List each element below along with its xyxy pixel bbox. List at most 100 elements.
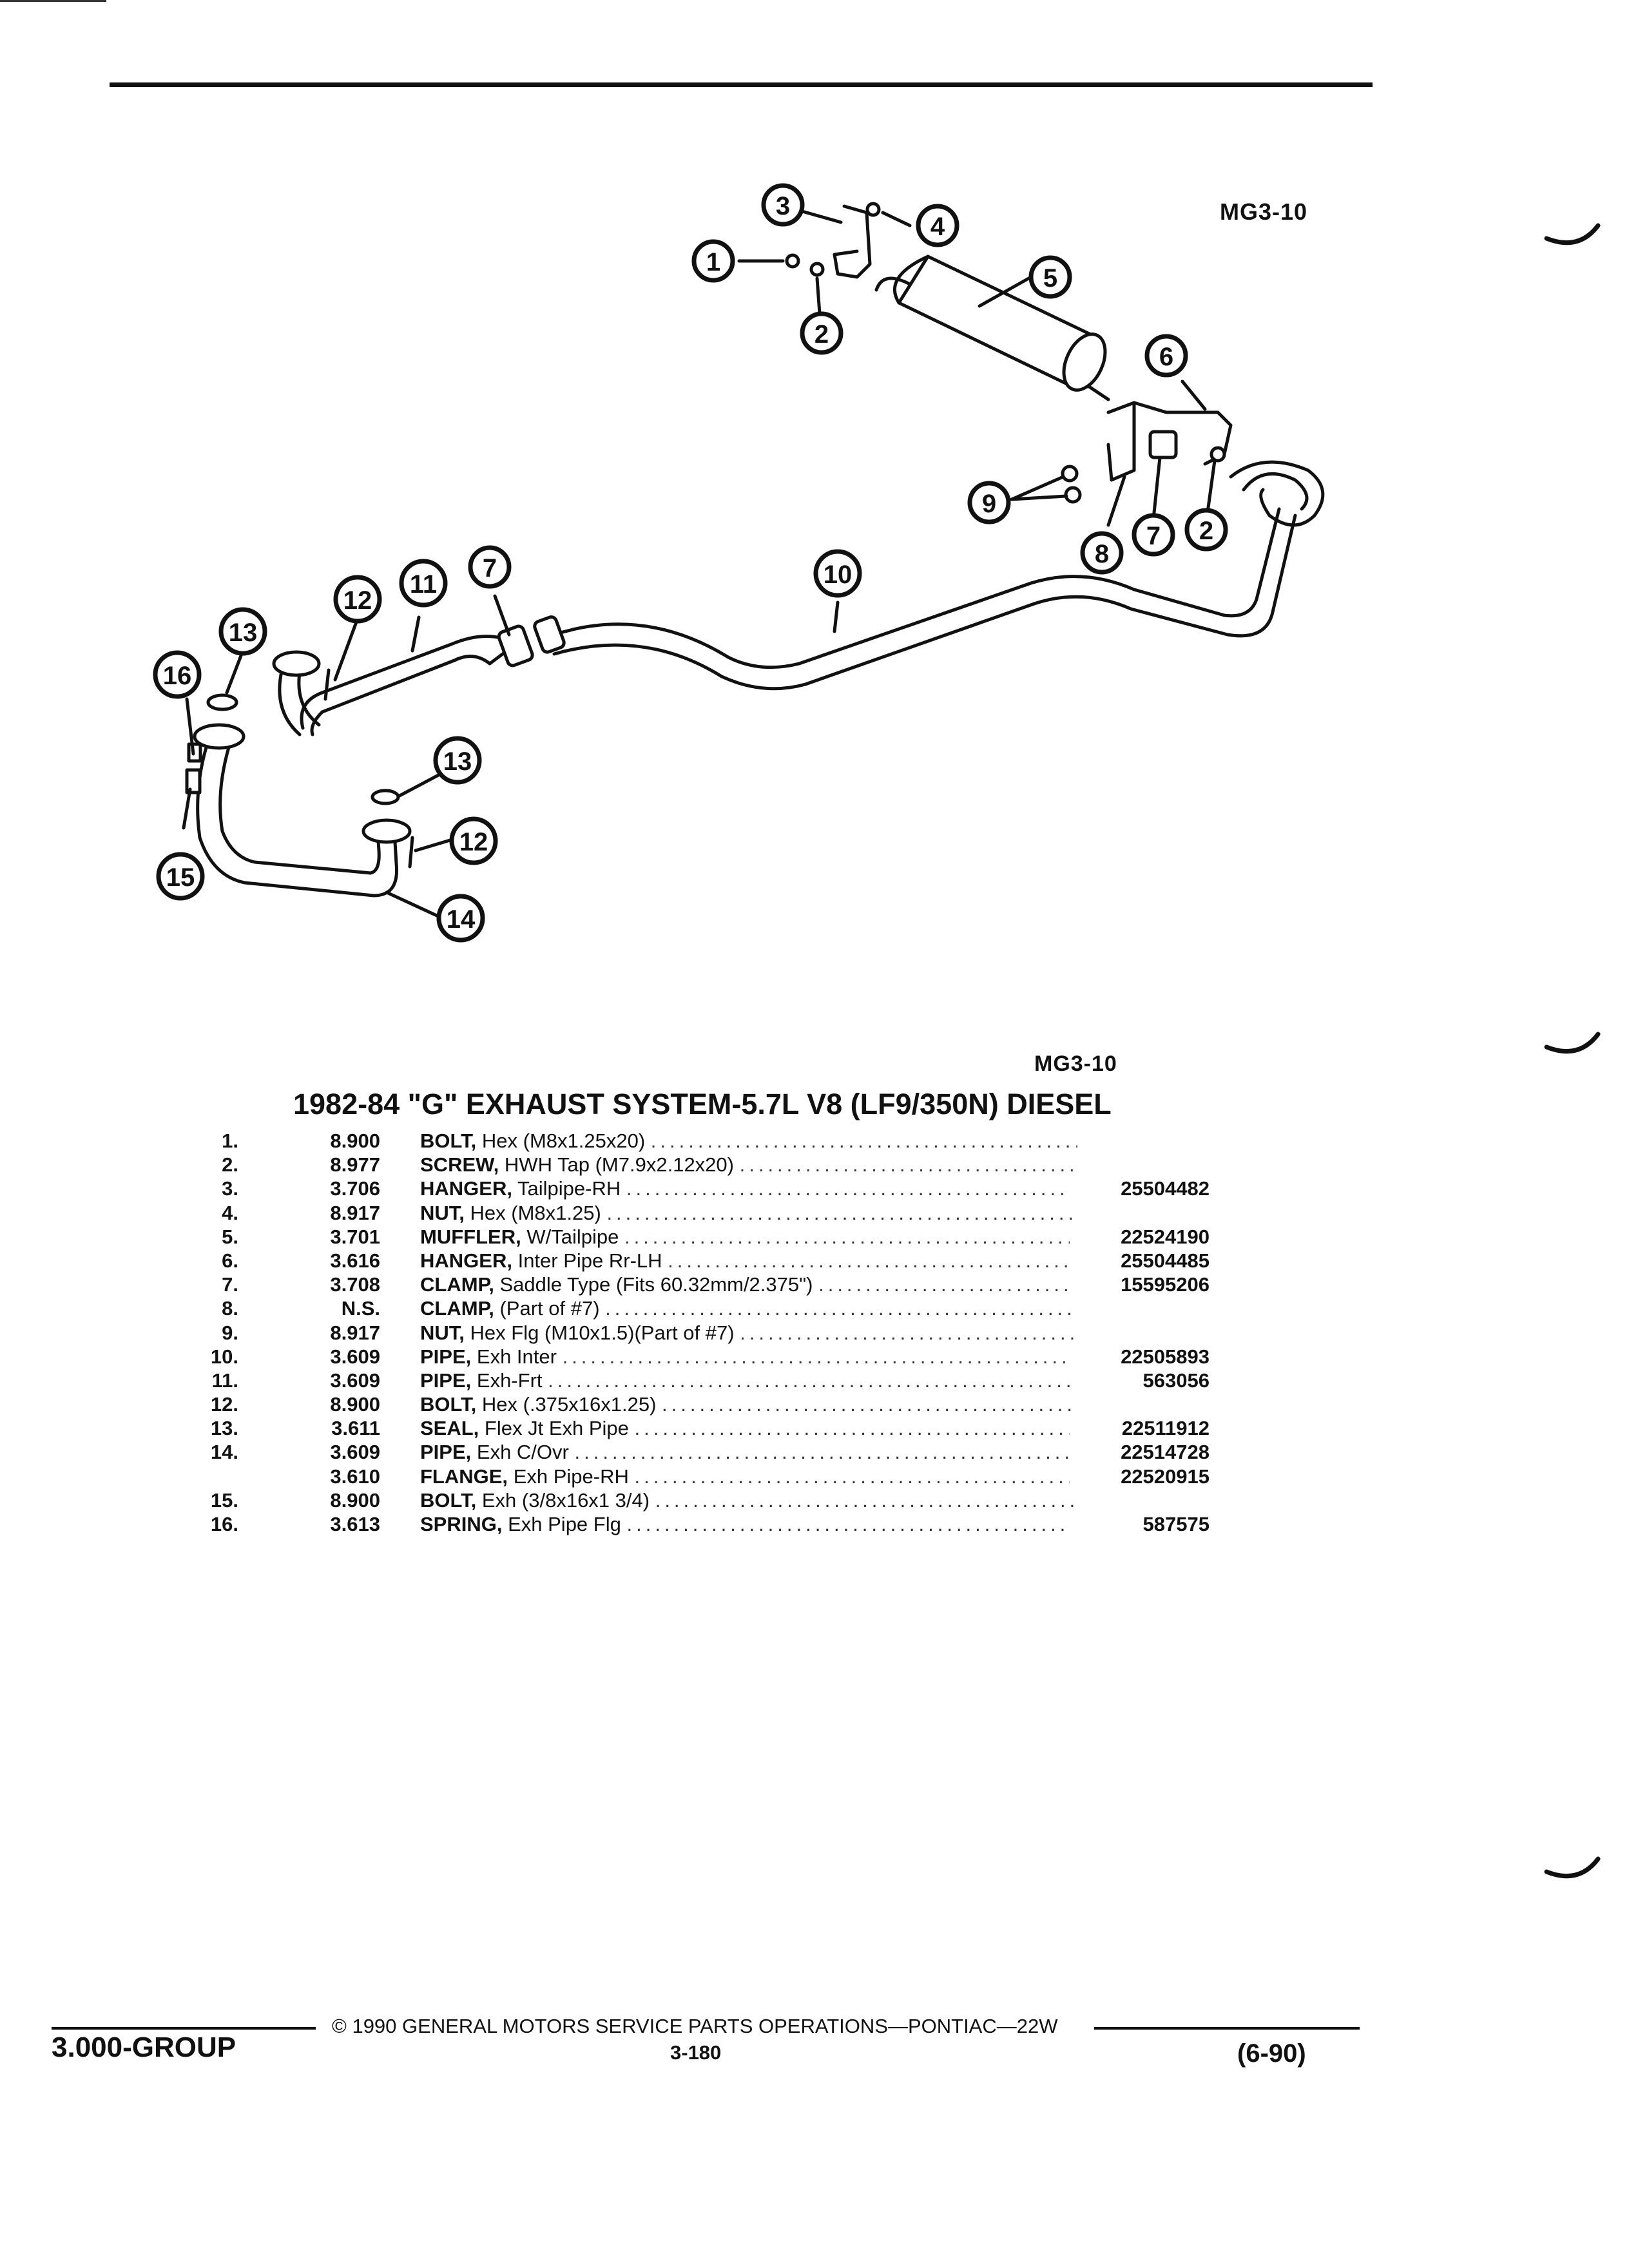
footer-rule-left [52, 2027, 316, 2030]
part-desc-text: Hex Flg (M10x1.5)(Part of #7) [470, 1321, 735, 1344]
svg-text:5: 5 [1043, 264, 1057, 293]
part-name: FLANGE, [420, 1465, 508, 1488]
footer-page-number: 3-180 [670, 2041, 722, 2064]
part-group-code: 3.610 [330, 1465, 380, 1488]
figure-code-top: MG3-10 [1220, 198, 1308, 225]
exhaust-diagram: 1 2 3 4 5 6 9 8 7 2 10 11 7 12 13 16 13 … [153, 183, 1601, 943]
part-item-number: 16. [210, 1513, 238, 1535]
part-name: PIPE, [420, 1369, 472, 1392]
part-description: NUT, Hex Flg (M10x1.5)(Part of #7) .....… [420, 1321, 1077, 1345]
callout-2: 2 [800, 311, 843, 355]
footer-date: (6-90) [1237, 2039, 1306, 2068]
callout-12: 12 [333, 575, 382, 624]
svg-text:13: 13 [229, 619, 258, 647]
callout-10: 10 [813, 549, 862, 598]
svg-text:16: 16 [163, 662, 192, 690]
part-desc-text: Exh Pipe Flg [508, 1513, 621, 1535]
part-item-number: 5. [222, 1225, 238, 1248]
part-description: SCREW, HWH Tap (M7.9x2.12x20) ..........… [420, 1153, 1077, 1177]
leader-dots: ........................................… [624, 1225, 1077, 1248]
leader-dots: ........................................… [650, 1129, 1077, 1152]
callout-9: 9 [967, 481, 1011, 524]
part-item-number: 2. [222, 1153, 238, 1177]
part-description: BOLT, Hex (M8x1.25x20) .................… [420, 1129, 1077, 1153]
part-name: BOLT, [420, 1129, 477, 1152]
leader-dots: ........................................… [606, 1201, 1077, 1224]
svg-text:12: 12 [343, 586, 372, 615]
leader-dots: ........................................… [668, 1249, 1077, 1272]
tailpipe-illustration [1229, 460, 1325, 527]
part-description: BOLT, Hex (.375x16x1.25) ...............… [420, 1392, 1077, 1416]
part-item-number: 1. [222, 1129, 238, 1152]
part-item-number: 3. [222, 1177, 238, 1200]
footer-rule-right [1094, 2027, 1360, 2030]
part-item-number: 11. [211, 1369, 238, 1392]
part-name: BOLT, [420, 1393, 477, 1416]
part-name: CLAMP, [420, 1273, 494, 1296]
part-group-code: 8.900 [330, 1393, 380, 1416]
part-description: SEAL, Flex Jt Exh Pipe .................… [420, 1416, 1077, 1440]
intermediate-pipe-illustration [552, 507, 1281, 669]
part-name: PIPE, [420, 1345, 472, 1368]
part-description: SPRING, Exh Pipe Flg ...................… [420, 1512, 1077, 1536]
callout-4: 4 [916, 204, 959, 247]
leader-dots: ........................................… [574, 1441, 1077, 1464]
part-group-code: 3.609 [330, 1345, 380, 1368]
part-name: BOLT, [420, 1488, 477, 1512]
corner-mark [0, 0, 106, 2]
part-number: 15595206 [1070, 1273, 1210, 1297]
header-rule [110, 82, 1373, 87]
leader-dots: ........................................… [740, 1321, 1077, 1344]
part-desc-text: Inter Pipe Rr-LH [517, 1249, 662, 1272]
section-title: 1982-84 "G" EXHAUST SYSTEM-5.7L V8 (LF9/… [293, 1088, 1112, 1120]
part-group-code: 8.917 [330, 1321, 380, 1344]
leader-dots: ........................................… [605, 1297, 1077, 1320]
callout-14: 14 [436, 894, 485, 943]
part-name: SCREW, [420, 1153, 499, 1177]
parts-row: 5. 3.701 MUFFLER, W/Tailpipe .............… [0, 1224, 1629, 1249]
part-item-number: 14. [210, 1441, 238, 1464]
part-number: 587575 [1070, 1512, 1210, 1536]
footer-group: 3.000-GROUP [52, 2032, 236, 2063]
part-group-code: 8.917 [330, 1201, 380, 1224]
callout-5: 5 [1028, 255, 1072, 299]
callout-13: 13 [218, 607, 267, 656]
part-description: PIPE, Exh C/Ovr ........................… [420, 1440, 1077, 1464]
part-description: MUFFLER, W/Tailpipe ....................… [420, 1225, 1077, 1249]
part-description: CLAMP, Saddle Type (Fits 60.32mm/2.375")… [420, 1273, 1077, 1296]
part-desc-text: Tailpipe-RH [517, 1177, 621, 1200]
leader-dots: ........................................… [634, 1465, 1078, 1488]
svg-text:10: 10 [824, 561, 853, 589]
part-number: 22524190 [1070, 1224, 1210, 1249]
callout-15: 15 [156, 852, 205, 901]
svg-text:7: 7 [483, 554, 497, 582]
part-desc-text: Exh Pipe-RH [513, 1465, 629, 1488]
part-group-code: 3.701 [330, 1225, 380, 1248]
callout-7b: 7 [1132, 513, 1175, 557]
svg-text:14: 14 [447, 905, 476, 934]
part-group-code: 3.708 [330, 1273, 380, 1296]
part-number: 22505893 [1070, 1344, 1210, 1369]
part-name: PIPE, [420, 1441, 472, 1464]
svg-text:9: 9 [982, 490, 996, 518]
muffler-illustration [874, 255, 1110, 401]
part-group-code: 3.609 [330, 1441, 380, 1464]
part-description: PIPE, Exh-Frt ..........................… [420, 1369, 1077, 1392]
part-item-number: 4. [222, 1201, 238, 1224]
callout-11: 11 [399, 559, 448, 608]
footer-copyright: © 1990 GENERAL MOTORS SERVICE PARTS OPER… [332, 2015, 1058, 2037]
leader-dots: ........................................… [739, 1153, 1077, 1177]
callout-7: 7 [468, 545, 512, 589]
clamp-illustration [497, 615, 566, 668]
leader-dots: ........................................… [562, 1345, 1077, 1368]
part-number: 22511912 [1070, 1416, 1210, 1441]
svg-text:3: 3 [776, 192, 790, 220]
part-number: 25504485 [1070, 1248, 1210, 1273]
part-group-code: 3.611 [331, 1417, 380, 1440]
svg-text:11: 11 [410, 570, 437, 599]
